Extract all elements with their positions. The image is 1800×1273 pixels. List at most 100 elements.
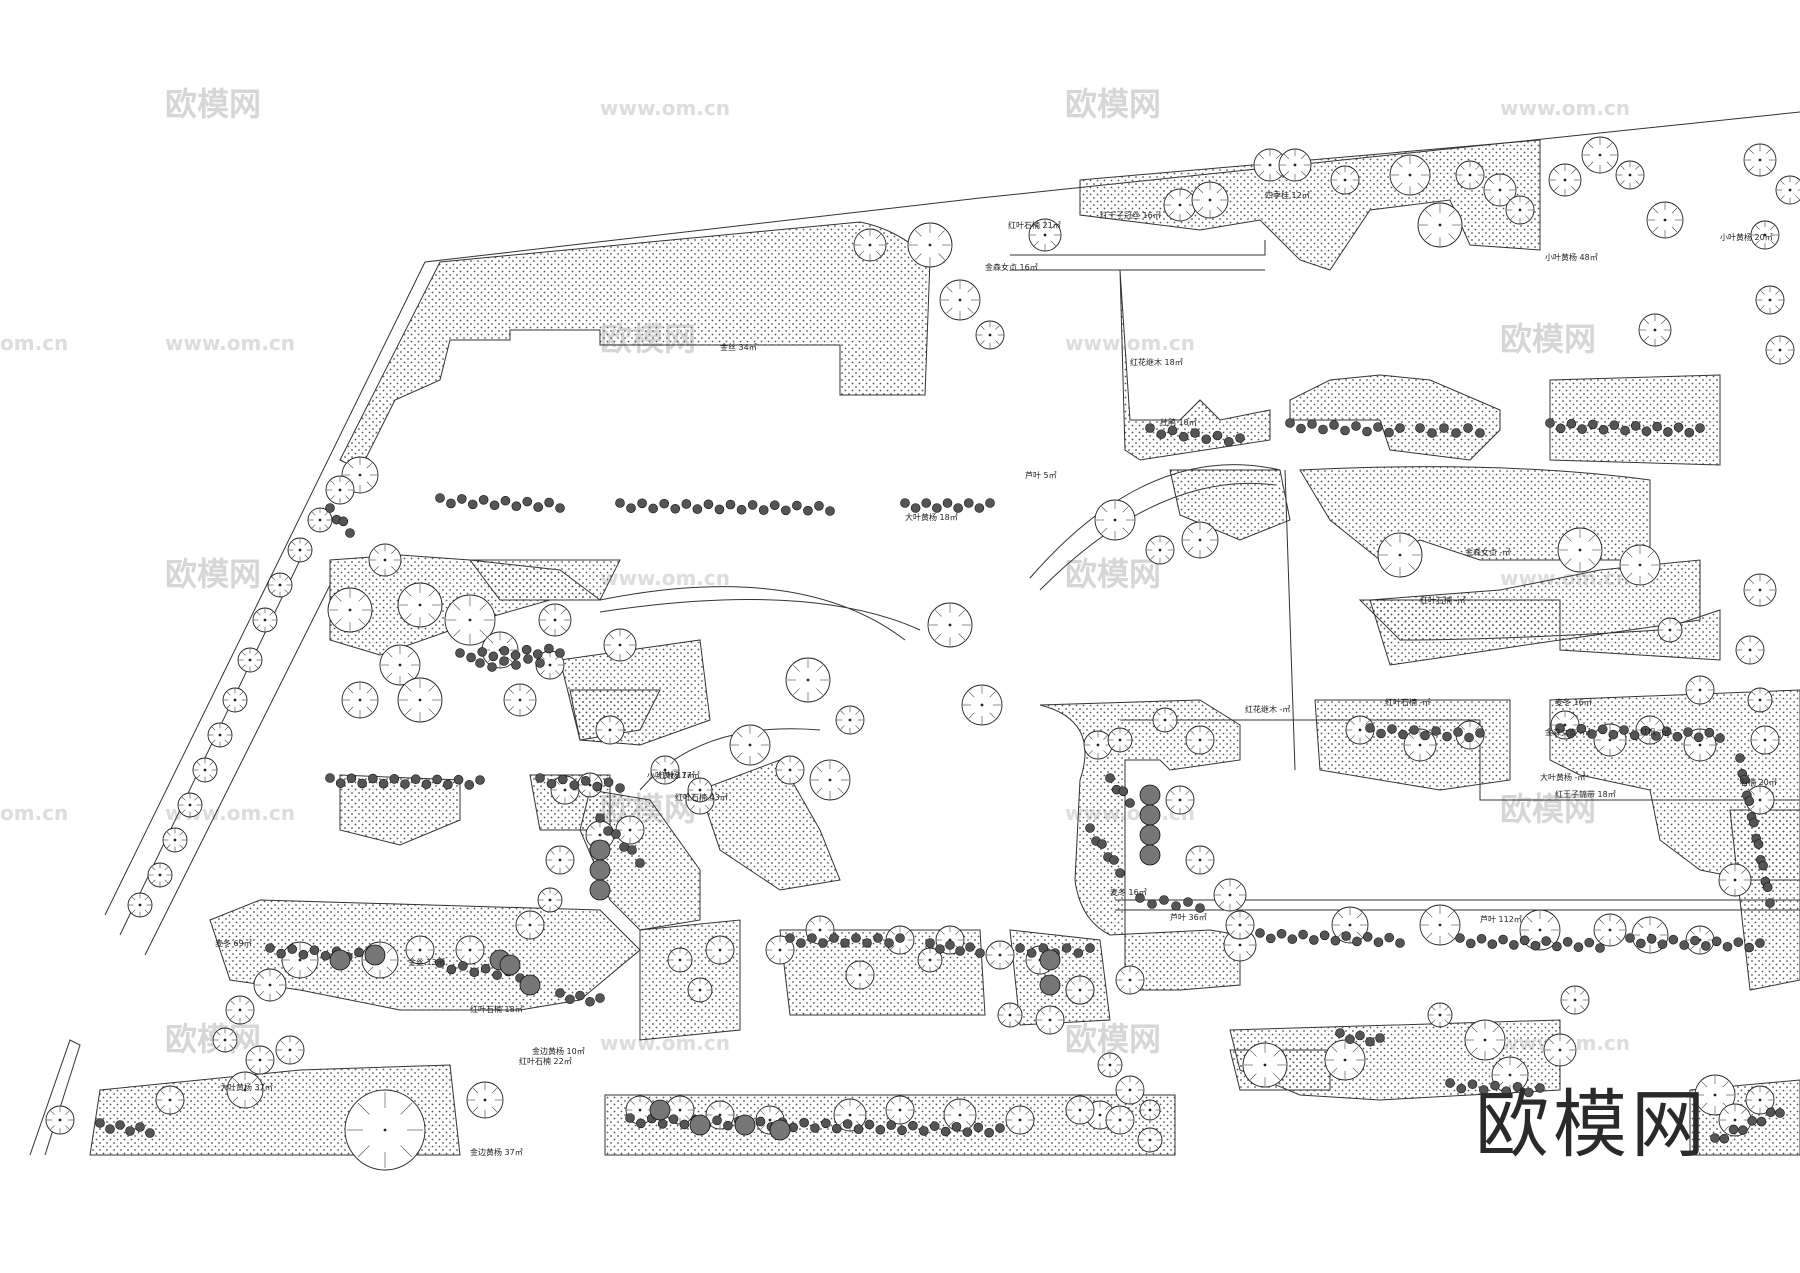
shrub-symbol	[615, 783, 625, 793]
tree-canopy	[615, 815, 645, 845]
shrub-symbol	[1588, 419, 1598, 430]
tree-canopy	[687, 977, 713, 1003]
watermark-url: www.om.cn	[1500, 96, 1630, 120]
shrub-symbol	[955, 946, 965, 956]
plant-label: 红千子冠丝 16㎡	[1100, 210, 1161, 220]
shrub-symbol	[1287, 934, 1298, 944]
tree-canopy	[147, 862, 173, 888]
tree-canopy	[275, 1035, 305, 1065]
tree-canopy	[1747, 687, 1773, 713]
shrub-symbol	[1373, 937, 1384, 948]
tree-canopy	[1403, 728, 1437, 762]
hatched-tree-symbol	[499, 954, 521, 976]
shrub-symbol	[435, 958, 445, 968]
tree-canopy	[1505, 195, 1535, 225]
tree-canopy	[1464, 1019, 1506, 1061]
shrub-symbol	[780, 505, 791, 516]
tree-canopy	[222, 687, 248, 713]
tree-canopy	[785, 657, 831, 703]
shrub-symbol	[458, 961, 468, 971]
shrub-symbol	[1577, 424, 1587, 434]
tree-canopy	[267, 572, 293, 598]
plant-label: 小叶黄杨 48㎡	[1545, 252, 1598, 262]
watermark-brand-large: 欧模网	[1475, 1082, 1709, 1168]
tree-canopy	[907, 222, 953, 268]
shrub-symbol	[276, 948, 286, 959]
shrub-symbol	[900, 498, 910, 508]
shrub-symbol	[1307, 419, 1317, 429]
shrub-symbol	[1201, 434, 1212, 445]
tree-canopy	[1115, 965, 1145, 995]
tree-canopy	[1225, 910, 1255, 940]
shrub-symbol	[492, 970, 502, 980]
shrub-symbol	[464, 780, 475, 790]
shrub-symbol	[446, 964, 457, 975]
shrub-symbol	[105, 1124, 115, 1134]
shrub-symbol	[810, 1123, 820, 1133]
tree-canopy	[1685, 675, 1715, 705]
shrub-symbol	[1355, 1030, 1365, 1041]
shrub-symbol	[521, 644, 532, 655]
shrub-symbol	[975, 948, 985, 958]
tree-canopy	[1646, 201, 1684, 239]
watermark-brand: 欧模网	[1500, 790, 1596, 828]
shrub-symbol	[603, 777, 614, 788]
shrub-symbol	[1420, 730, 1430, 741]
shrub-symbol	[1490, 1080, 1500, 1091]
shrub-symbol	[511, 660, 521, 670]
tree-canopy	[1427, 1002, 1453, 1028]
shrub-symbol	[1178, 431, 1189, 442]
hatched-tree-symbol	[1139, 784, 1161, 806]
shrub-symbol	[1753, 839, 1764, 849]
tree-canopy	[917, 947, 943, 973]
shrub-symbol	[1512, 1081, 1523, 1092]
shrub-symbol	[95, 1118, 105, 1128]
plant-label: 大叶黄杨 -㎡	[1540, 772, 1585, 782]
hatched-tree-symbol	[649, 1099, 671, 1121]
shrub-symbol	[1183, 897, 1193, 907]
shrub-symbol	[1309, 935, 1319, 945]
shrub-symbol	[636, 1118, 646, 1129]
tree-canopy	[207, 722, 233, 748]
shrub-symbol	[619, 842, 629, 852]
watermark-brand: 欧模网	[1065, 555, 1161, 593]
hatched-tree-symbol	[329, 949, 351, 971]
shrub-symbol	[884, 938, 894, 948]
shrub-symbol	[1693, 732, 1704, 743]
shrub-symbol	[1684, 427, 1695, 438]
tree-canopy	[327, 587, 373, 633]
hatched-tree-symbol	[364, 944, 386, 966]
watermark-url: www.om.cn	[1065, 331, 1195, 355]
shrub-symbol	[555, 988, 565, 998]
tree-canopy	[853, 228, 887, 262]
shrub-symbol	[478, 495, 489, 505]
shrub-symbol	[1212, 430, 1223, 441]
shrub-symbol	[1608, 729, 1619, 740]
shrub-symbol	[875, 1124, 886, 1135]
shrub-symbol	[1340, 425, 1350, 436]
shrub-symbol	[1576, 723, 1587, 734]
shrub-symbol	[1545, 418, 1555, 428]
tree-canopy	[1185, 725, 1215, 755]
plant-label: 红叶石楠 -㎡	[1385, 697, 1430, 707]
shrub-symbol	[1387, 724, 1397, 734]
shrub-symbol	[1362, 932, 1373, 942]
shrub-symbol	[935, 944, 945, 954]
shrub-symbol	[1530, 940, 1541, 951]
shrub-symbol	[325, 503, 335, 513]
shrub-symbol	[1555, 723, 1565, 733]
shrub-symbol	[897, 1125, 907, 1136]
shrub-symbol	[1719, 1133, 1730, 1144]
tree-canopy	[1107, 727, 1133, 753]
tree-canopy	[1419, 904, 1461, 946]
shrub-symbol	[487, 662, 497, 672]
shrub-symbol	[1476, 933, 1487, 944]
tree-canopy	[1718, 863, 1752, 897]
shrub-symbol	[1167, 425, 1178, 436]
shrub-symbol	[446, 498, 456, 509]
shrub-symbol	[648, 503, 658, 514]
tree-canopy	[397, 582, 443, 628]
tree-canopy	[927, 602, 973, 648]
shrub-symbol	[1376, 728, 1386, 739]
